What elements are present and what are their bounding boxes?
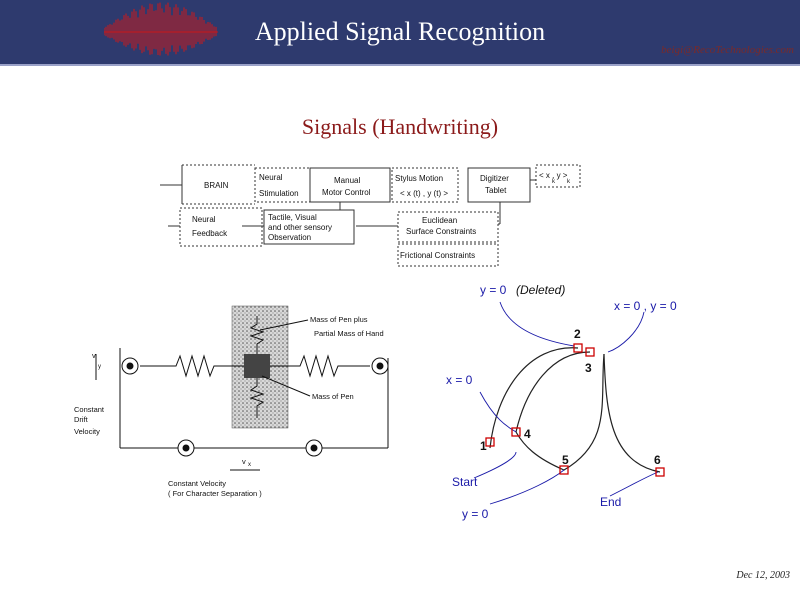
marker-1 [485,437,495,447]
neural-feedback-label-1: Neural [192,215,216,224]
point-label-3: 3 [585,361,592,375]
point-label-5: 5 [562,453,569,467]
tactile-label-3: Observation [268,233,311,242]
stimulation-label: Stimulation [259,189,299,198]
point-label-6: 6 [654,453,661,467]
euclidean-label: Euclidean [422,216,457,225]
stroke-diagram: y = 0 (Deleted) x = 0 , y = 0 x = 0 Star… [446,283,677,521]
mass-pen-plus-label: Mass of Pen plus [310,315,368,324]
mechanical-model-diagram: Mass of Pen plus Partial Mass of Hand Ma… [74,305,389,498]
footer-date: Dec 12, 2003 [736,570,790,581]
frictional-constraints-label: Frictional Constraints [400,251,475,260]
vy-label: v [92,351,96,360]
char-separation-label: ( For Character Separation ) [168,489,262,498]
ydot-zero-deleted-label: y = 0 [480,283,507,297]
neural-label: Neural [259,173,283,182]
digitizer-label: Digitizer [480,174,509,183]
vx-label: v [242,457,246,466]
constant-label: Constant [74,405,105,414]
deleted-label: (Deleted) [516,283,565,297]
marker-4 [511,427,521,437]
yk-subscript: k [567,179,571,185]
vy-subscript: y [98,364,101,370]
tactile-label-1: Tactile, Visual [268,213,317,222]
neural-feedback-label-2: Feedback [192,229,228,238]
constant-velocity-label: Constant Velocity [168,479,226,488]
xdot-ydot-zero-label: x = 0 , y = 0 [614,299,677,313]
vx-subscript: x [248,462,251,468]
xk-subscript: k [552,179,556,185]
stylus-motion-label: Stylus Motion [395,174,443,183]
velocity-label: Velocity [74,427,100,436]
surface-constraints-label: Surface Constraints [406,227,476,236]
point-label-1: 1 [480,439,487,453]
mass-pen-label: Mass of Pen [312,392,354,401]
marker-3 [585,347,595,357]
marker-5 [559,465,569,475]
brain-label: BRAIN [204,181,229,190]
header-email: beigi@RecoTechnologies.com [661,44,794,56]
tablet-label: Tablet [485,186,507,195]
partial-mass-label: Partial Mass of Hand [314,329,384,338]
xt-yt-label: < x (t) , y (t) > [400,189,448,198]
header-bar: Applied Signal Recognition beigi@RecoTec… [0,0,800,66]
header-title: Applied Signal Recognition [254,17,546,46]
drift-label: Drift [74,415,89,424]
tactile-label-2: and other sensory [268,223,332,232]
ydot-zero-bottom-label: y = 0 [462,507,489,521]
marker-2 [573,343,583,353]
block-diagram: BRAIN Neural Stimulation Manual Motor Co… [160,164,581,267]
xk-yk-label: < x , y > [539,171,568,180]
manual-label: Manual [334,176,360,185]
start-label: Start [452,475,478,489]
marker-6 [655,467,665,477]
waveform-icon [104,2,218,56]
xdot-zero-label: x = 0 [446,373,473,387]
slide-title: Signals (Handwriting) [301,114,499,139]
motor-control-label: Motor Control [322,188,371,197]
point-label-2: 2 [574,327,581,341]
end-label: End [600,495,621,509]
point-label-4: 4 [524,427,531,441]
